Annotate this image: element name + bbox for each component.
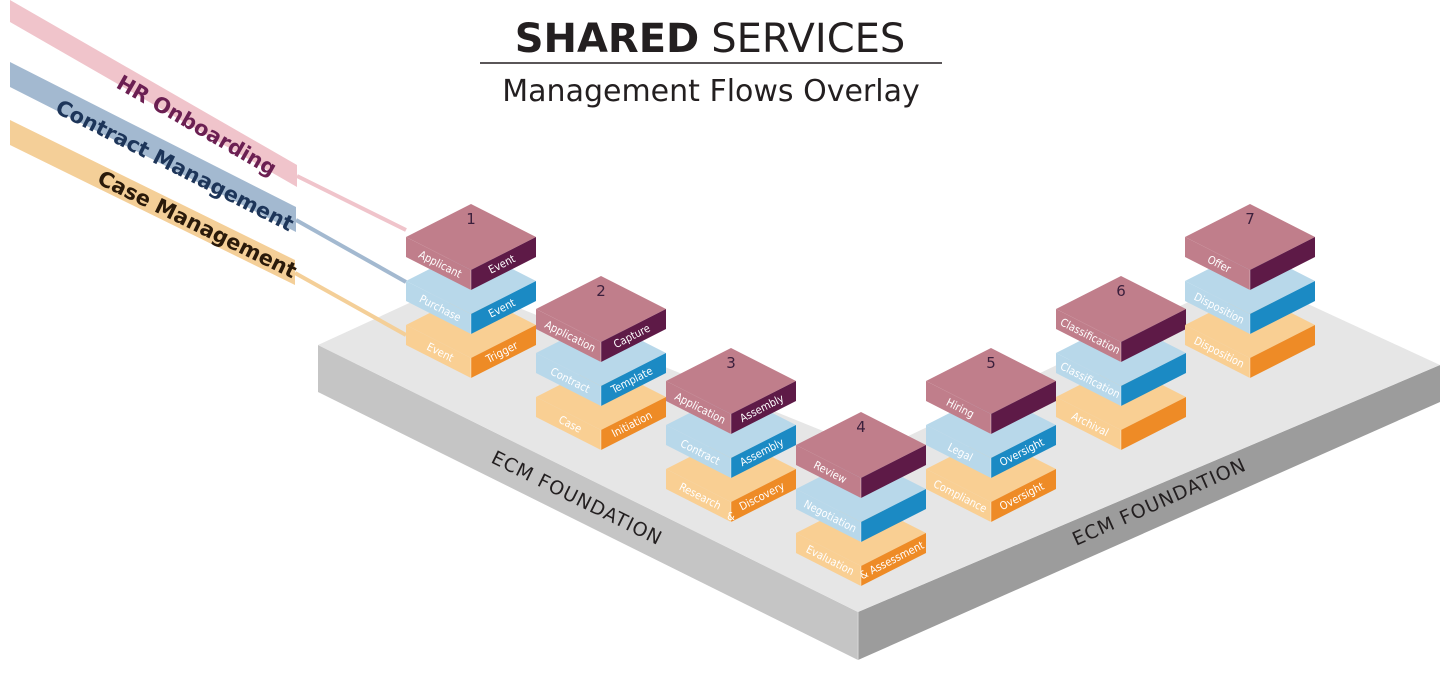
step-5-hr-block-right-face [991, 381, 1056, 434]
step-1-hr-block-left-face [406, 237, 471, 290]
step-2-contract-block-left-face [536, 353, 601, 406]
step-2-case-block-right-face [601, 397, 666, 450]
step-4-case-block-left-face [796, 533, 861, 586]
step-4-case-block-right-face [861, 533, 926, 586]
step-2-number: 2 [596, 282, 606, 300]
step-1-case-block-right-face [471, 325, 536, 378]
step-6-case-block-left-face [1056, 397, 1121, 450]
step-1-case-block-left-face [406, 325, 471, 378]
step-4-contract-block-right-face [861, 489, 926, 542]
step-2-contract-block-right-face [601, 353, 666, 406]
stream-banners: HR Onboarding Contract Management Case M… [10, 0, 407, 337]
stream-hr-connector [296, 174, 407, 232]
stream-contract-connector [295, 218, 407, 284]
step-6-hr-block-right-face [1121, 309, 1186, 362]
step-6-hr-block-left-face [1056, 309, 1121, 362]
step-6-number: 6 [1116, 282, 1126, 300]
step-3-hr-block-right-face [731, 381, 796, 434]
step-7-contract-block-left-face [1185, 281, 1250, 334]
step-1-contract-block-right-face [471, 281, 536, 334]
step-2-case-block-left-face [536, 397, 601, 450]
step-7-hr-block-left-face [1185, 237, 1250, 290]
step-3-contract-block-right-face [731, 425, 796, 478]
platform-right-side [858, 365, 1440, 660]
title-bold: SHARED [515, 16, 700, 62]
step-3-number: 3 [726, 354, 736, 372]
step-7-hr-block-right-face [1250, 237, 1315, 290]
stream-case-management: Case Management [10, 120, 407, 337]
step-5-number: 5 [986, 354, 996, 372]
step-6-contract-block-left-face [1056, 353, 1121, 406]
title-light: SERVICES [711, 16, 905, 62]
step-3-case-block-left-face [666, 469, 731, 522]
step-6-contract-block-right-face [1121, 353, 1186, 406]
step-3-case-block-right-face [731, 469, 796, 522]
step-5-case-block-left-face [926, 469, 991, 522]
step-4-contract-block-left-face [796, 489, 861, 542]
stream-case-band [10, 120, 295, 285]
step-5-hr-block-left-face [926, 381, 991, 434]
step-5-contract-block-right-face [991, 425, 1056, 478]
stream-case-connector [294, 271, 407, 337]
step-7-hr-block: Offer [1185, 204, 1315, 290]
step-7-number: 7 [1245, 210, 1255, 228]
step-1-number: 1 [466, 210, 476, 228]
step-5-hr-block: Hiring [926, 348, 1056, 434]
step-6-case-block-right-face [1121, 397, 1186, 450]
step-3-case-block-amp-label: & [727, 510, 735, 523]
stream-contract-band [10, 62, 296, 232]
step-5-case-block-right-face [991, 469, 1056, 522]
step-4-hr-block-left-face [796, 445, 861, 498]
step-4-hr-block-right-face [861, 445, 926, 498]
step-3-contract-block-left-face [666, 425, 731, 478]
step-3-hr-block-left-face [666, 381, 731, 434]
step-4-number: 4 [856, 418, 866, 436]
step-2-hr-block-right-face [601, 309, 666, 362]
step-7-case-block-left-face [1185, 325, 1250, 378]
step-1-hr-block-right-face [471, 237, 536, 290]
step-7-contract-block-right-face [1250, 281, 1315, 334]
platform-left-side [318, 345, 858, 660]
step-2-hr-block-left-face [536, 309, 601, 362]
step-7-case-block-right-face [1250, 325, 1315, 378]
stream-hr-band [10, 0, 297, 187]
step-1-contract-block-left-face [406, 281, 471, 334]
subtitle: Management Flows Overlay [502, 74, 919, 109]
step-5-contract-block-left-face [926, 425, 991, 478]
